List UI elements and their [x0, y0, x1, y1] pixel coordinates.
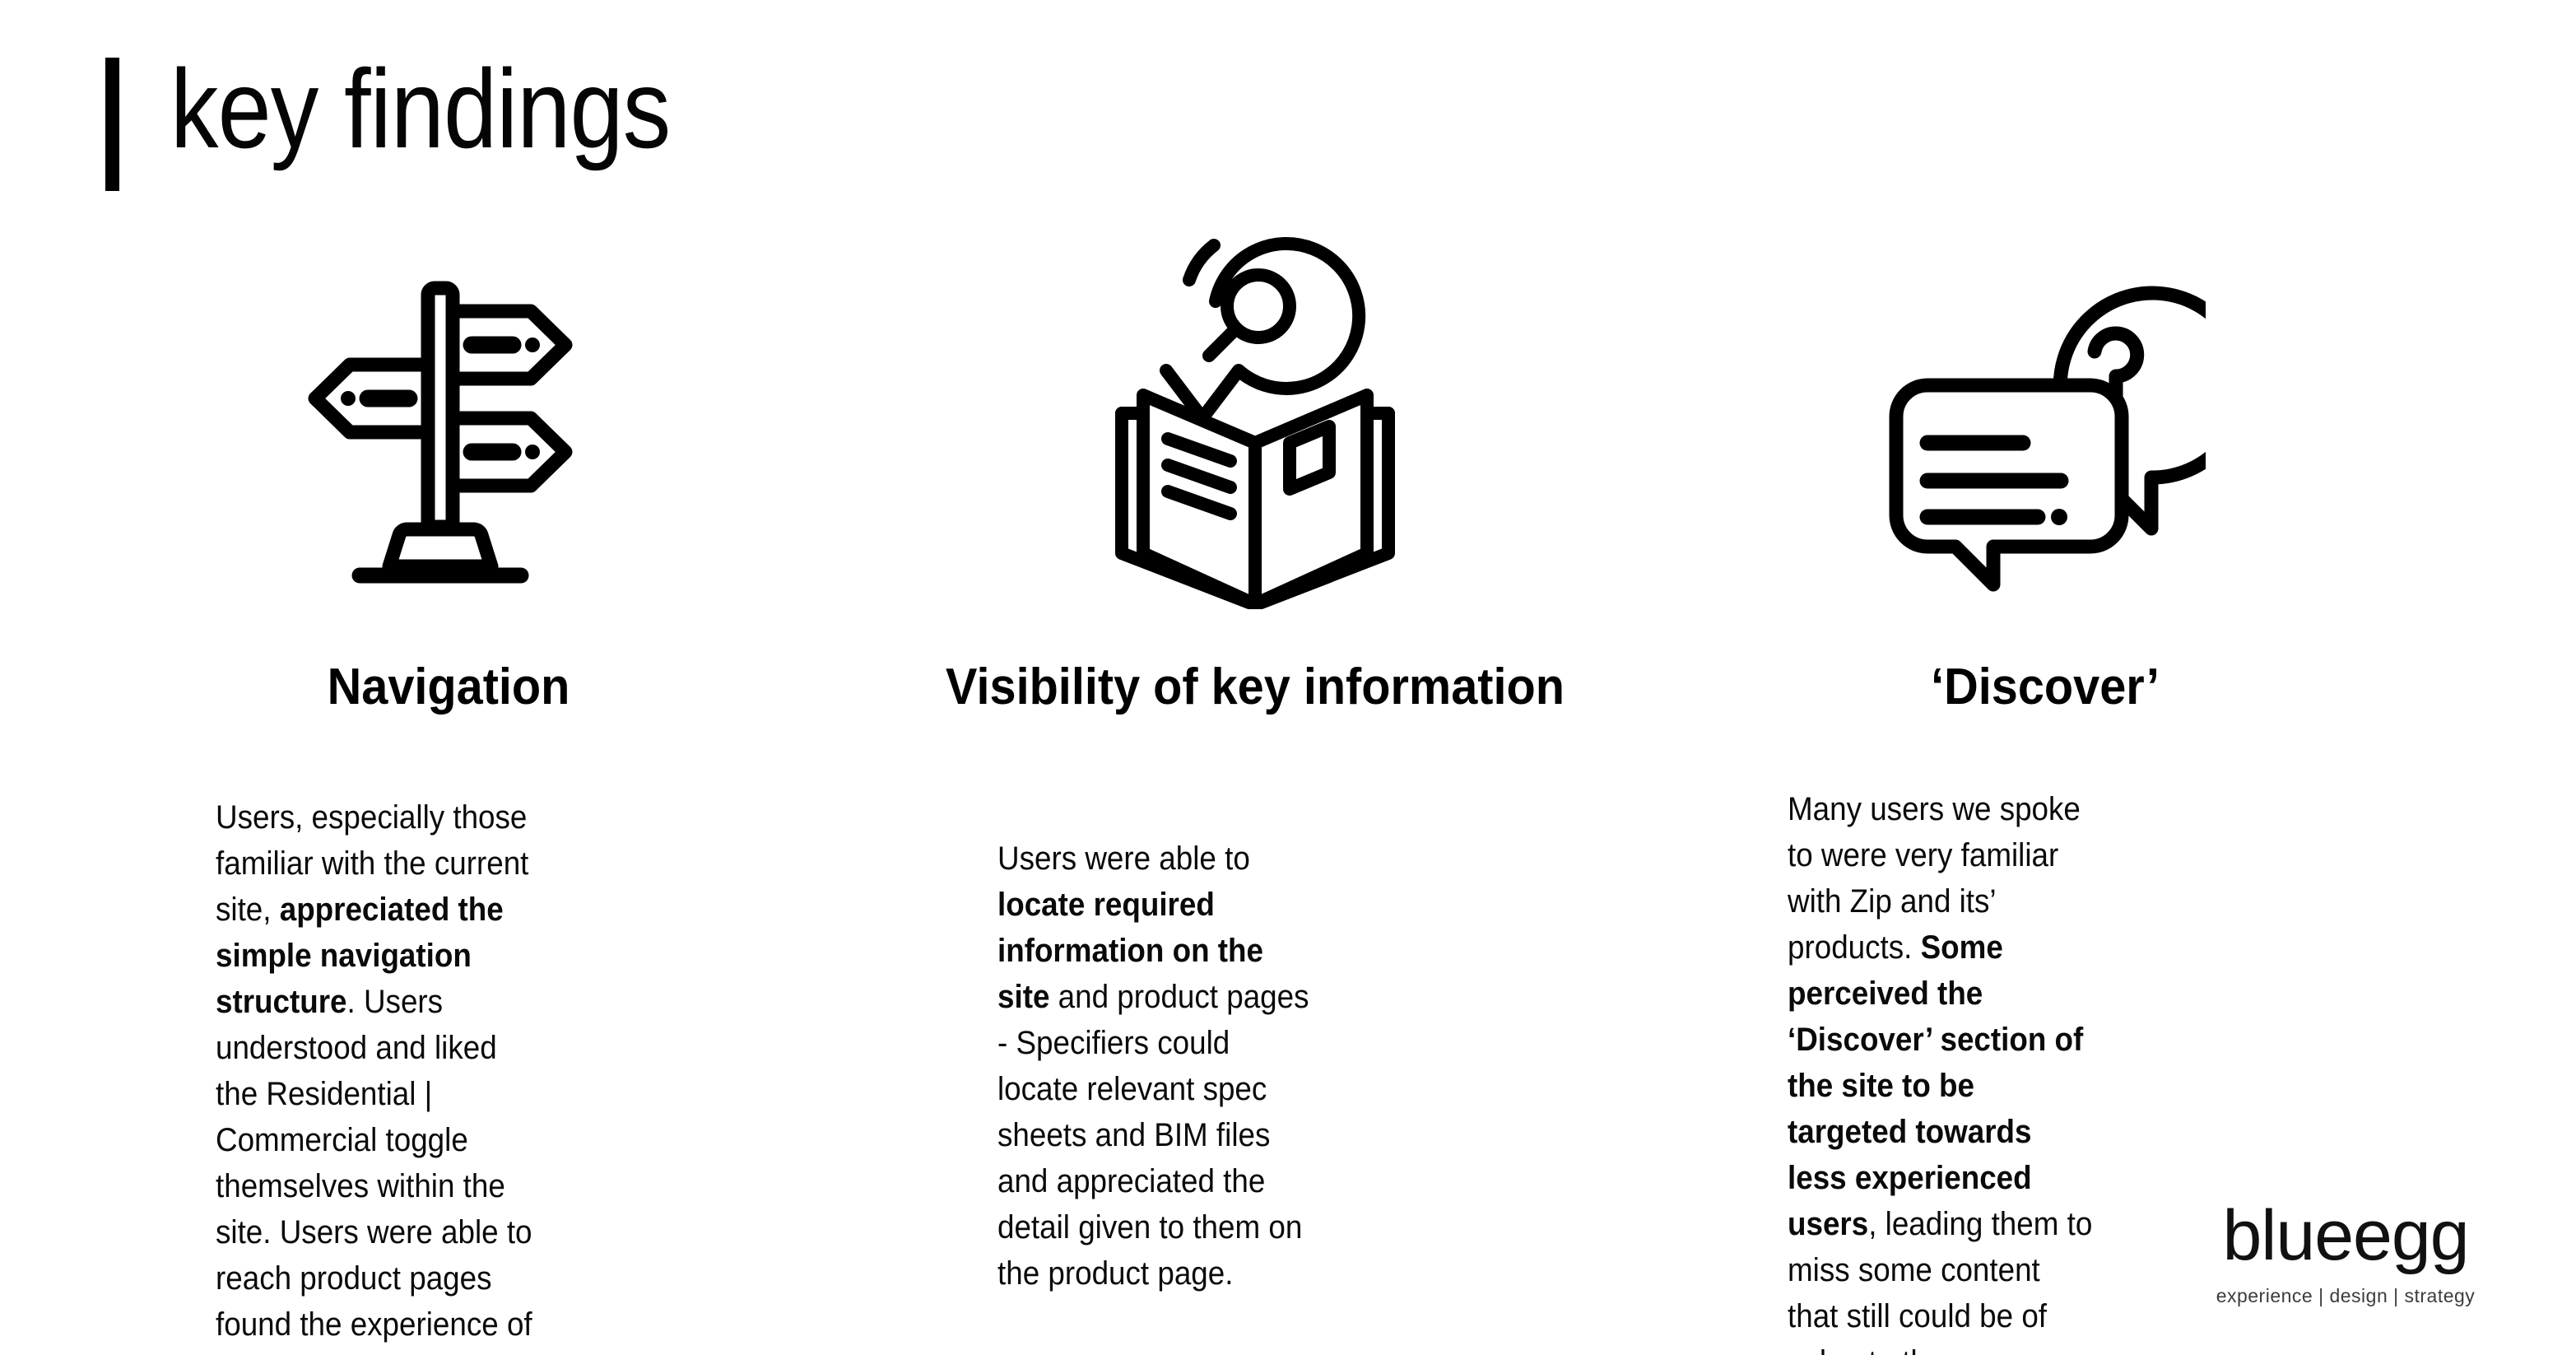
page-title-text: key findings	[170, 46, 671, 171]
finding-column-discover: ‘Discover’ Many users we spoke to were v…	[1704, 0, 2387, 1355]
column-heading: Visibility of key information	[946, 659, 1565, 715]
brand-logo: blueegg experience | design | strategy	[2173, 1198, 2518, 1308]
open-book-search-pin-icon	[1115, 237, 1395, 609]
finding-column-navigation: Navigation Users, especially those famil…	[107, 0, 790, 1355]
signpost-icon-wrapper	[107, 272, 790, 593]
column-body-text: Users, especially those familiar with th…	[216, 799, 532, 1355]
column-heading: Navigation	[327, 659, 570, 715]
column-body-text: Users were able to locate required infor…	[997, 840, 1309, 1292]
title-accent-bar	[105, 58, 119, 191]
open-book-search-pin-icon-wrapper	[914, 222, 1597, 609]
column-body-text: Many users we spoke to were very familia…	[1788, 791, 2093, 1355]
column-heading: ‘Discover’	[1931, 659, 2160, 715]
finding-column-visibility: Visibility of key information Users were…	[914, 0, 1597, 1355]
page-title: key findings	[105, 43, 751, 191]
signpost-icon	[308, 281, 573, 584]
speech-bubbles-question-icon	[1889, 286, 2206, 592]
logo-tagline: experience | design | strategy	[2216, 1285, 2476, 1306]
logo-wordmark: blueegg	[2222, 1196, 2469, 1275]
speech-bubbles-question-icon-wrapper	[1704, 272, 2387, 593]
